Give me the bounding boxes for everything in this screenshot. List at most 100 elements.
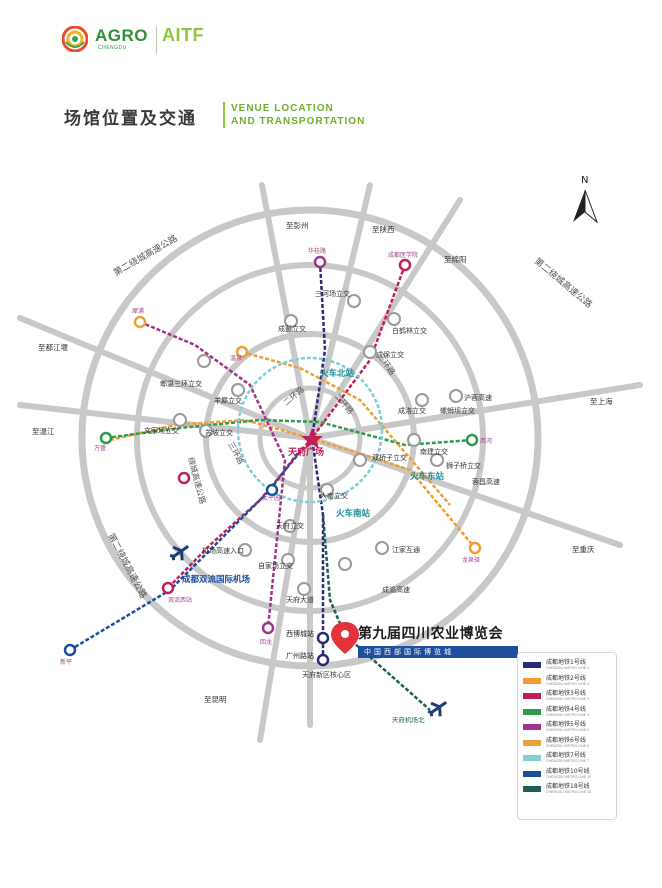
legend-en: CHENGDU METRO LINE 1 (546, 666, 589, 670)
agro-brand-sub: CHENGDU (98, 45, 127, 51)
interchange-nodes (173, 294, 463, 596)
legend-swatch (523, 662, 541, 668)
metro-line-10 (69, 449, 301, 652)
legend-cn: 成都地铁2号线 (546, 674, 586, 682)
label-zijia: 自家场立交 (258, 561, 293, 570)
sanhuan-label-w: 三环路 (226, 440, 246, 466)
agro-brand: AGRO (95, 26, 148, 45)
label-huhuiyuan: 沪蓉高速 (464, 393, 492, 402)
legend-en: CHENGDU METRO LINE 5 (546, 728, 589, 732)
station-north: 火车北站 (320, 368, 355, 379)
label-shuangqiao: 双桥子立交 (372, 453, 407, 462)
label-dongda: 南建立交 (420, 447, 448, 456)
page-header: AGRO CHENGDU AITF (0, 0, 662, 80)
metro-line-18 (321, 514, 431, 711)
label-chengmian: 成绵立交 (376, 350, 404, 359)
metro-line-7 (236, 356, 384, 504)
station-taiping: 太平园 (262, 494, 280, 502)
legend-cn: 成都地铁3号线 (546, 690, 586, 697)
expo-venue: 中国西部国际博览城 (358, 646, 518, 658)
label-chengpeng: 成彭立交 (278, 324, 306, 333)
label-shizi: 狮子桥立交 (446, 461, 481, 470)
aitf-logo: AITF (162, 25, 204, 45)
label-sanhechang: 三河场立交 (315, 289, 350, 298)
expo-callout: 第九届四川农业博览会 中国西部国际博览城 (358, 623, 528, 658)
transport-map: N 第二绕城高速公路 第二绕城高速公路 第二绕城高速公路 绕城高速公路 三环路 … (17, 175, 643, 743)
ring-label-sw: 第二绕城高速公路 (105, 531, 149, 600)
tianfu-square-marker: 天府广场 (288, 428, 324, 458)
station-xinping: 新平 (60, 658, 72, 666)
section-title-en: VENUE LOCATION AND TRANSPORTATION (231, 102, 365, 128)
station-xibo: 西博城站 (286, 629, 314, 638)
station-huaguilu: 华桂路 (308, 247, 326, 255)
legend-swatch (523, 708, 541, 715)
legend-en: CHENGDU METRO LINE 3 (546, 697, 589, 701)
station-weijianshe: 犀浦 (132, 307, 144, 315)
north-label: N (581, 175, 588, 186)
north-arrow-icon: N (573, 175, 599, 224)
metro-line-3 (167, 264, 407, 589)
legend-en: CHENGDU METRO LINE 2 (546, 681, 589, 686)
airplane-icon-tianfu (427, 701, 448, 717)
station-wenquan: 温泉 (230, 354, 242, 362)
legend-cn: 成都地铁7号线 (546, 752, 586, 759)
legend-swatch (523, 724, 541, 730)
legend-swatch (523, 693, 541, 699)
legend-cn: 成都地铁18号线 (546, 783, 590, 790)
station-xihe: 西河 (480, 437, 492, 445)
legend-cn: 成都地铁1号线 (546, 659, 586, 666)
station-yixueyuan: 成都医学院 (388, 251, 418, 259)
legend-en: CHENGDU METRO LINE 10 (546, 774, 591, 779)
label-tianfu: 天府立交 (276, 521, 304, 530)
legend-swatch (523, 755, 541, 761)
station-shuangliu-west: 双流西站 (168, 596, 192, 604)
title-divider (223, 102, 225, 128)
legend-en: CHENGDU METRO LINE 4 (546, 712, 589, 717)
label-baijialin: 白鹤林立交 (392, 326, 427, 335)
dir-chongqing: 至重庆 (572, 544, 595, 554)
label-yuyue: 蓉昌高速 (472, 477, 500, 486)
legend-swatch (523, 677, 541, 684)
label-yangxi: 羊犀立交 (214, 396, 242, 405)
legend-cn: 成都地铁4号线 (546, 705, 586, 713)
label-wenjiang: 文家场立交 (144, 426, 179, 435)
venue-pin-icon (331, 622, 359, 654)
section-title-en-line1: VENUE LOCATION (231, 103, 334, 114)
metro-line-5 (139, 320, 287, 629)
label-pixian: 郫温三环立交 (160, 379, 202, 388)
section-title-cn: 场馆位置及交通 (64, 109, 197, 129)
station-huiyuan: 回龙 (260, 638, 272, 646)
ring-label-ne: 第二绕城高速公路 (532, 255, 595, 310)
station-shuangliu: 成都双流国际机场 (182, 574, 251, 585)
legend-swatch (523, 786, 541, 792)
legend-swatch (523, 770, 541, 777)
label-jiangjia: 江家互通 (392, 545, 420, 554)
label-jichang: 机场高速入口 (202, 546, 244, 555)
station-guangzhou-rd: 广州路站 (286, 651, 314, 660)
agro-logo-icon (62, 26, 88, 52)
legend-cn: 成都地铁10号线 (546, 767, 590, 775)
label-supo: 苏坡立交 (205, 428, 233, 437)
label-renmin: 人南立交 (320, 491, 348, 500)
station-tianfu-square: 天府广场 (288, 446, 324, 458)
section-title-en-line2: AND TRANSPORTATION (231, 116, 366, 127)
dir-mianyang: 至绵阳 (444, 254, 467, 264)
label-chengluo: 成洛立交 (398, 406, 426, 415)
label-tianfu-dadao: 天府大道 (286, 595, 314, 604)
station-south: 火车南站 (336, 508, 371, 519)
dir-shaanxi: 至陕西 (372, 224, 395, 234)
